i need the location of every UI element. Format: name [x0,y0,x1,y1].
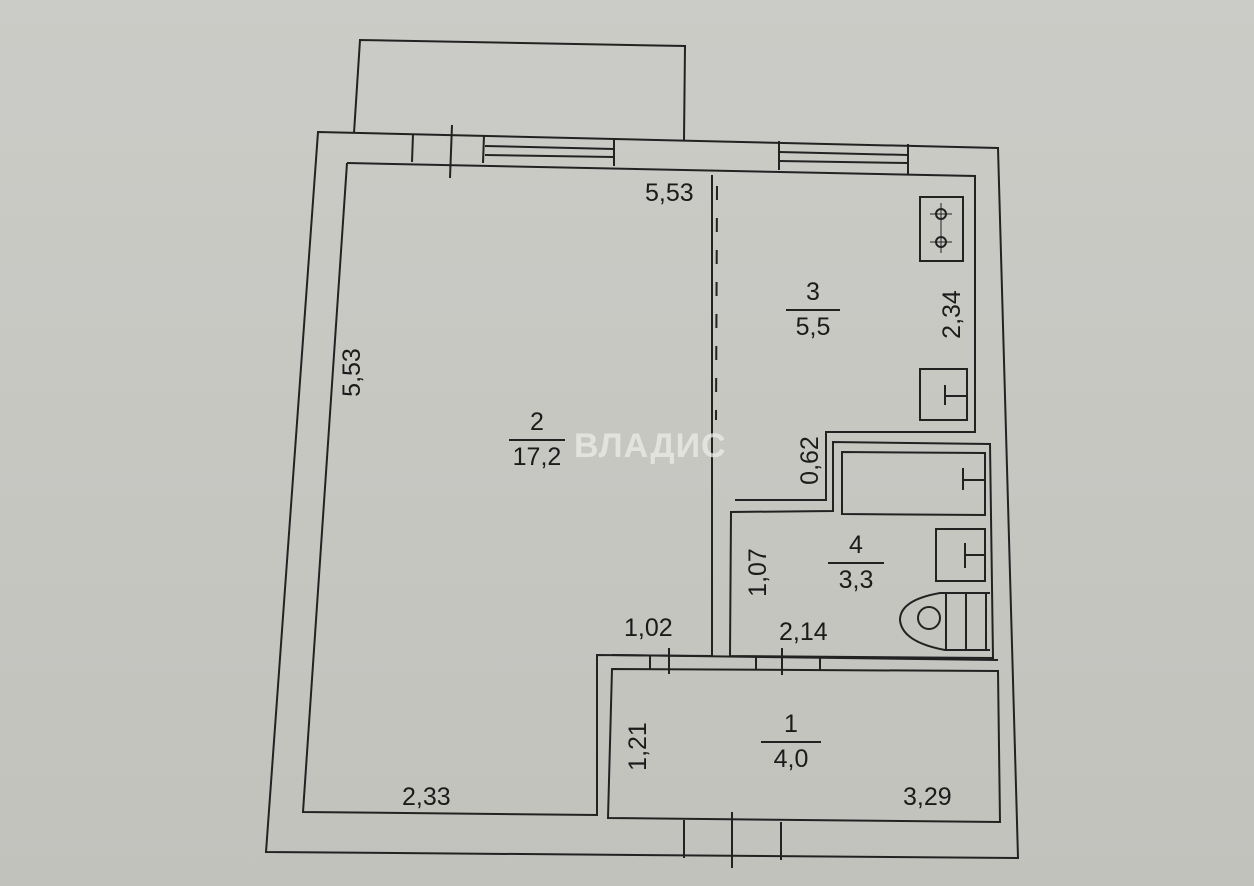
watermark: ВЛАДИС [574,427,727,465]
dim-bath-top-offset: 0,62 [795,436,824,485]
room-1-label: 1 4,0 [758,712,824,772]
dim-corridor-gap: 1,02 [624,614,673,642]
hall-wall [606,667,1002,824]
dim-bath-width: 2,14 [779,618,828,646]
dim-kitchen-right: 2,34 [937,290,966,339]
room-3-label: 3 5,5 [783,280,843,340]
dim-living-bottom: 2,33 [402,783,451,811]
balcony-outline [353,38,687,141]
dim-bath-height: 1,07 [743,548,772,597]
outer-wall [264,130,1020,860]
dim-top-width: 5,53 [645,179,694,207]
stove-icon [919,196,964,262]
room-4-label: 4 3,3 [826,533,886,593]
sink-icon [919,368,968,421]
dim-hall-height: 1,21 [623,722,652,771]
room-2-label: 2 17,2 [502,410,572,470]
toilet-icon [898,592,990,651]
dim-left-height: 5,53 [337,348,366,397]
dim-hall-width: 3,29 [903,783,952,811]
living-kitchen-divider [715,185,718,421]
